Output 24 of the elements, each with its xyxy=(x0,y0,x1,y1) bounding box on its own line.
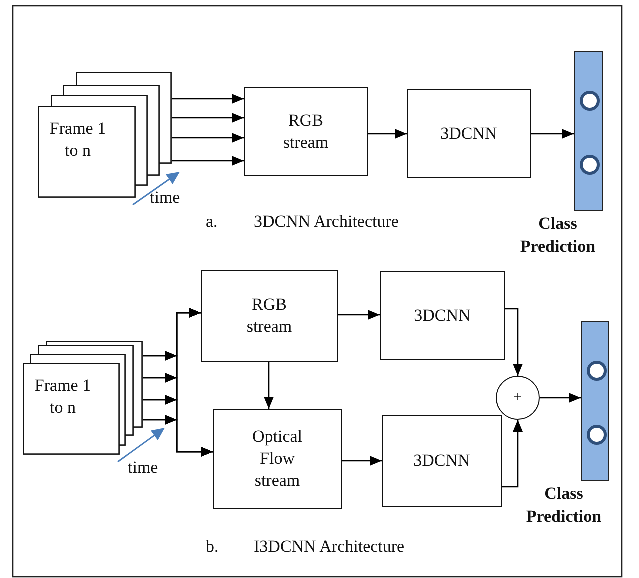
node-label: RGB stream xyxy=(282,110,330,154)
panel-caption: I3DCNN Architecture xyxy=(254,537,405,557)
node-label: Frame 1 to n xyxy=(48,118,108,162)
panel-caption: 3DCNN Architecture xyxy=(254,212,399,232)
node-label: 3DCNN xyxy=(440,122,498,144)
sum-circle xyxy=(496,376,540,420)
process-box xyxy=(382,415,502,507)
plus-sign: + xyxy=(514,389,522,408)
node-label: 3DCNN xyxy=(413,304,472,326)
node-label: Optical Flow stream xyxy=(251,426,304,492)
process-box xyxy=(380,271,505,360)
node-label: 3DCNN xyxy=(412,450,472,472)
process-box xyxy=(407,89,531,178)
process-box xyxy=(201,270,338,362)
output-label: Class Prediction xyxy=(525,483,603,528)
process-box xyxy=(213,409,342,509)
panel-letter: a. xyxy=(206,212,218,232)
time-label: time xyxy=(150,188,180,208)
node-label: Frame 1 to n xyxy=(34,375,92,419)
panel-letter: b. xyxy=(206,537,219,557)
node-label: RGB stream xyxy=(246,294,294,338)
time-label: time xyxy=(128,458,158,478)
process-box xyxy=(244,87,368,176)
output-label: Class Prediction xyxy=(519,213,597,258)
